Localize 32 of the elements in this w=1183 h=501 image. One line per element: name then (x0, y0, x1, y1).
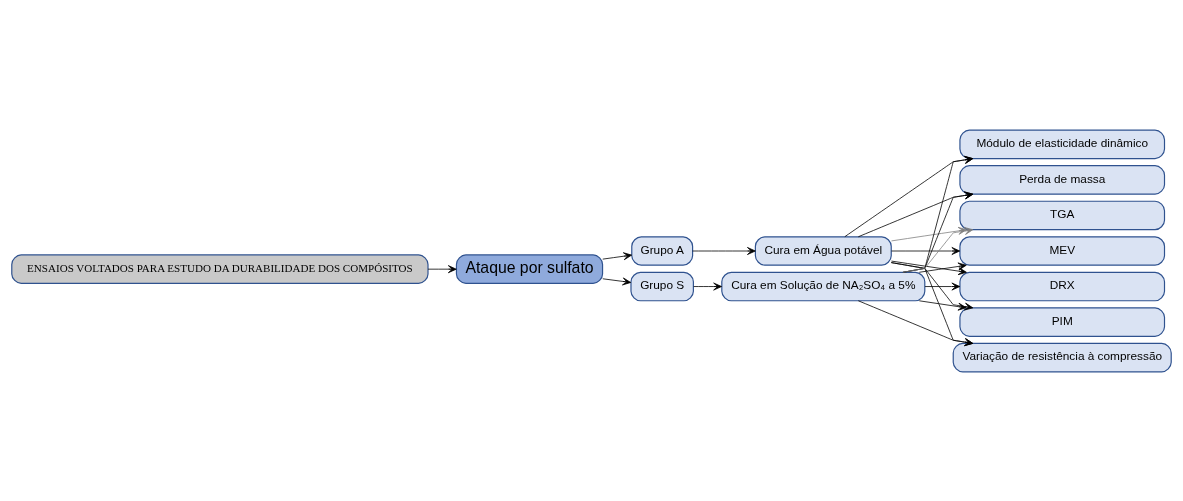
arrow (427, 264, 457, 273)
arrow (918, 262, 967, 273)
arrow (857, 299, 974, 346)
node-box: Cura em Água potável (754, 235, 892, 266)
node-box: Cura em Solução de NA₂SO₄ a 5% (721, 271, 926, 301)
arrow (902, 226, 974, 273)
arrow (857, 191, 974, 237)
arrow (891, 246, 961, 255)
node-box: Perda de massa (959, 164, 1166, 195)
node-box: Grupo S (630, 271, 694, 301)
node-box: Ataque por sulfato (455, 253, 604, 284)
arrow (693, 282, 722, 290)
arrow (890, 261, 974, 346)
node-box: TGA (959, 200, 1166, 230)
arrow (891, 260, 967, 275)
node-box: DRX (959, 271, 1166, 301)
node-box: Grupo A (631, 235, 694, 266)
arrow (602, 251, 633, 260)
node-box: Variação de resistência à compressão (952, 342, 1172, 372)
arrow (890, 261, 974, 310)
arrow (602, 277, 632, 285)
arrow (902, 155, 974, 273)
arrow (924, 282, 961, 290)
node-box: Módulo de elasticidade dinâmico (959, 129, 1166, 159)
arrow (891, 226, 967, 241)
arrow (902, 191, 974, 273)
node-box: ENSAIOS VOLTADOS PARA ESTUDO DA DURABILIDADE DOS COMPÓSITOS (11, 253, 429, 284)
arrow (844, 155, 974, 237)
node-box: MEV (959, 235, 1166, 266)
arrow (918, 299, 967, 311)
arrow (692, 246, 756, 255)
node-box: PIM (959, 306, 1166, 337)
